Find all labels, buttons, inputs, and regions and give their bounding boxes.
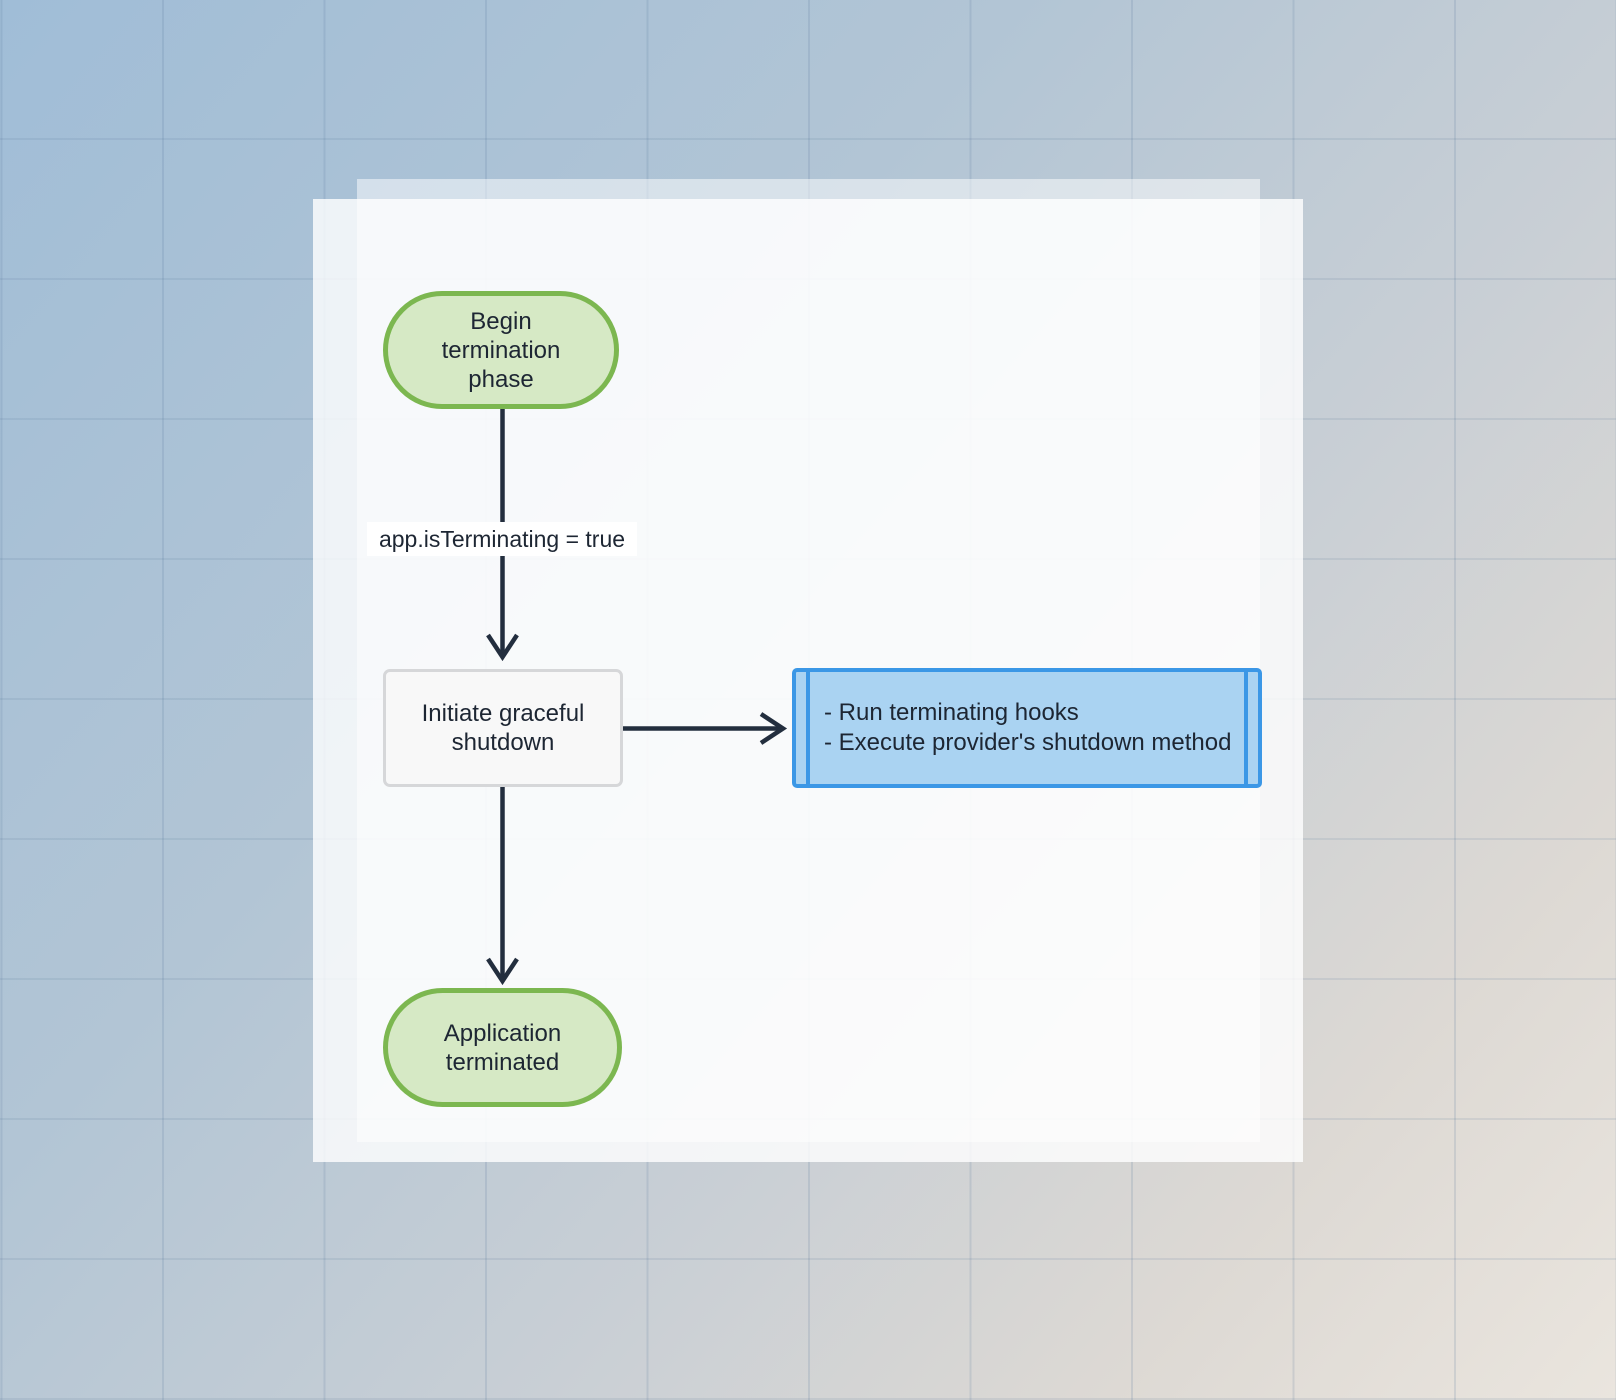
edge-label-text: app.isTerminating = true <box>378 526 626 552</box>
end-node-label: Application terminated <box>443 1019 562 1076</box>
arrow-process-to-end <box>486 787 519 986</box>
process-node[interactable]: Initiate graceful shutdown <box>383 669 623 787</box>
edge-label[interactable]: app.isTerminating = true <box>366 522 638 556</box>
start-node[interactable]: Begin termination phase <box>383 291 619 409</box>
start-node-label: Begin termination phase <box>441 307 561 393</box>
subroutine-left-bar <box>806 672 810 784</box>
subroutine-node[interactable]: - Run terminating hooks - Execute provid… <box>792 668 1262 788</box>
subroutine-node-label: - Run terminating hooks - Execute provid… <box>824 699 1232 756</box>
subroutine-right-bar <box>1244 672 1248 784</box>
end-node[interactable]: Application terminated <box>383 988 622 1107</box>
process-node-label: Initiate graceful shutdown <box>421 700 585 756</box>
arrow-process-to-subroutine <box>623 712 788 745</box>
